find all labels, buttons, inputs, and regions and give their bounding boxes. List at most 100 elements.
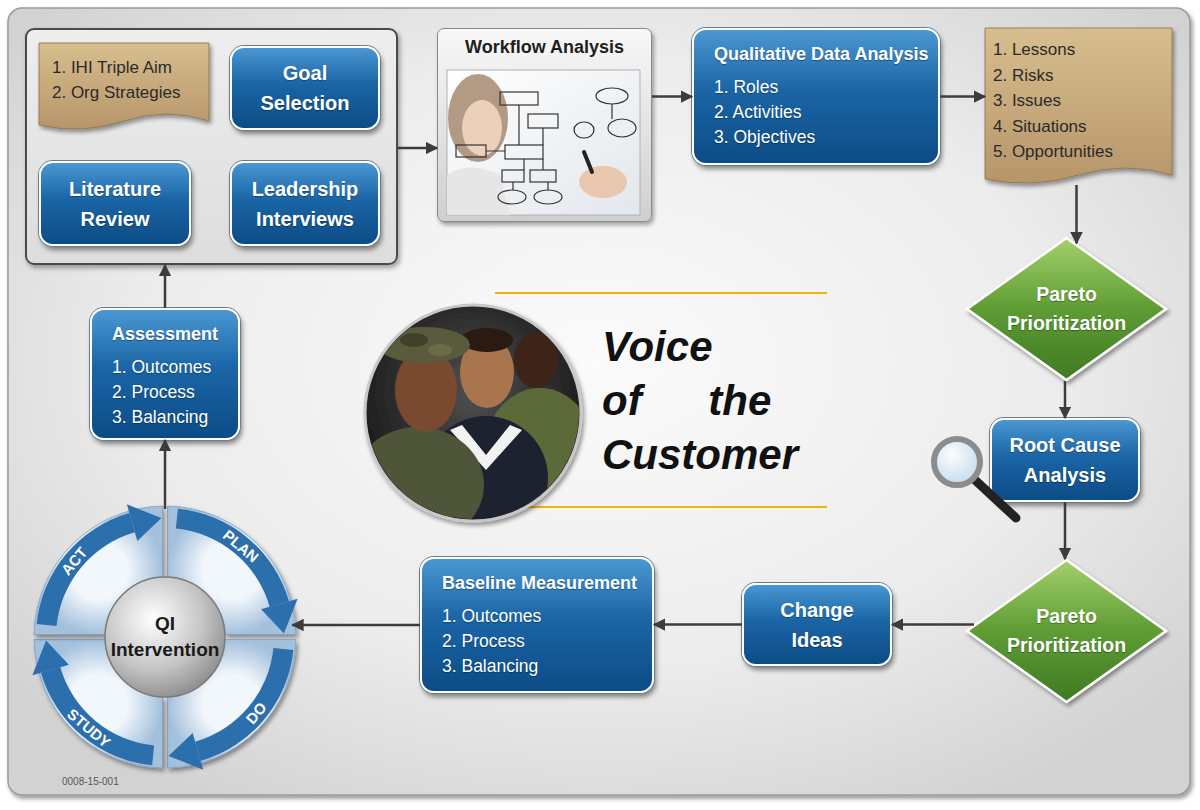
box-text: 2. Activities [714,100,802,125]
voice-heading: Voice of the Customer [602,320,808,482]
flow-arrow [654,623,742,626]
face [462,100,502,156]
process-box: Qualitative Data Analysis 1. Roles2. Acti… [692,28,940,165]
sketch-line [486,104,612,190]
process-box: Assessment 1. Outcomes2. Process3. Balanc… [90,308,240,440]
cycle-label: DO [242,699,269,727]
sketch-oval [498,190,526,204]
note-shape: 1. Lessons2. Risks3. Issues4. Situations… [985,28,1172,185]
magnifier-handle [975,480,1016,518]
camo-spot [400,333,428,347]
box-text: QI Intervention [106,611,224,663]
box-text: Workflow Analysis [465,37,624,58]
box-text: 2. Org Strategies [52,80,181,105]
flow-arrow [652,95,692,98]
sketch-oval [534,190,562,204]
magnifier-lens [934,439,980,485]
flow-arrow [398,147,437,150]
hair [448,74,508,162]
box-text: 1. Roles [714,75,778,100]
box-text: Pareto Prioritization [997,602,1137,660]
pdsa-cycle-outline [30,502,300,772]
sketch-oval [596,88,628,104]
photo-frame [447,70,640,215]
box-text: 3. Balancing [112,405,208,430]
box-text: 2. Process [112,380,195,405]
sketch-box [505,145,543,159]
cycle-arrow-head [32,641,69,676]
diamond-fill [967,560,1166,702]
hub-circle [105,577,225,697]
figure-code: 0008-15-001 [62,776,119,787]
box-text: 5. Opportunities [993,139,1113,165]
sketch-box [528,114,558,128]
cycle-arrow-head [127,504,162,541]
flow-arrow [1064,502,1067,559]
decision-diamond: Pareto Prioritization [965,236,1168,382]
accent-line [495,292,827,294]
pdsa-cycle: QI Intervention [30,502,300,772]
box-text: 3. Balancing [442,654,538,679]
box-text: Goal Selection [241,58,369,118]
flow-arrow [164,440,167,509]
sketch-box [500,92,538,105]
box-text: 1. Outcomes [112,355,211,380]
cycle-label: PLAN [220,526,262,565]
process-box: Change Ideas [742,583,892,666]
decision-diamond-outline [965,236,1168,382]
process-box: Root Cause Analysis [990,418,1140,502]
flow-arrow [892,623,974,626]
box-text: 1. Lessons [993,37,1075,63]
decision-diamond-outline [965,558,1168,704]
shirt [447,168,510,216]
hand [579,166,627,198]
box-text: 3. Objectives [714,125,815,150]
note-fill [39,43,209,129]
flow-arrow [164,265,167,308]
cycle-wheel [32,504,297,769]
decision-diamond: Pareto Prioritization [965,558,1168,704]
box-text: Root Cause Analysis [1001,430,1129,490]
process-box: Leadership Interviews [230,161,380,246]
box-heading: Assessment [112,322,218,347]
cycle-label: ACT [58,544,91,579]
people-photo [352,327,598,543]
box-text: 2. Risks [993,63,1053,89]
camo-spot [428,344,452,356]
sketch-oval [574,122,594,138]
cap [378,327,470,363]
magnifier-icon [934,439,1016,518]
sketch-box [530,170,556,182]
box-text: Leadership Interviews [241,174,369,234]
flow-arrow [940,95,985,98]
cycle-arrow-head [169,733,204,770]
workflow-photo [447,70,640,215]
process-box: Goal Selection [230,46,380,130]
cycle-label: STUDY [64,705,114,751]
box-text: 1. Outcomes [442,604,541,629]
box-text: 4. Situations [993,114,1087,140]
box-heading: Baseline Measurement [442,571,637,596]
uniform [352,427,484,543]
sketch-box [456,145,486,157]
diamond-fill [967,238,1166,380]
note-fill [985,28,1172,183]
cycle-arrow-head [261,599,298,634]
box-text: Literature Review [51,174,179,234]
box-heading: Qualitative Data Analysis [714,42,928,67]
marker-pen [584,152,592,172]
accent-line [495,506,827,508]
photo-box: Workflow Analysis [437,28,652,222]
sketch-box [502,170,524,182]
process-box: Baseline Measurement 1. Outcomes2. Proces… [420,557,654,693]
box-text: 3. Issues [993,88,1061,114]
group-box: 1. IHI Triple Aim2. Org StrategiesGoal S… [25,28,398,265]
flow-arrow [1064,381,1067,418]
sketch-oval [608,119,636,137]
page-panel [8,8,1190,795]
flow-arrow [292,624,420,627]
box-text: 2. Process [442,629,525,654]
flow-arrow [1075,185,1078,243]
